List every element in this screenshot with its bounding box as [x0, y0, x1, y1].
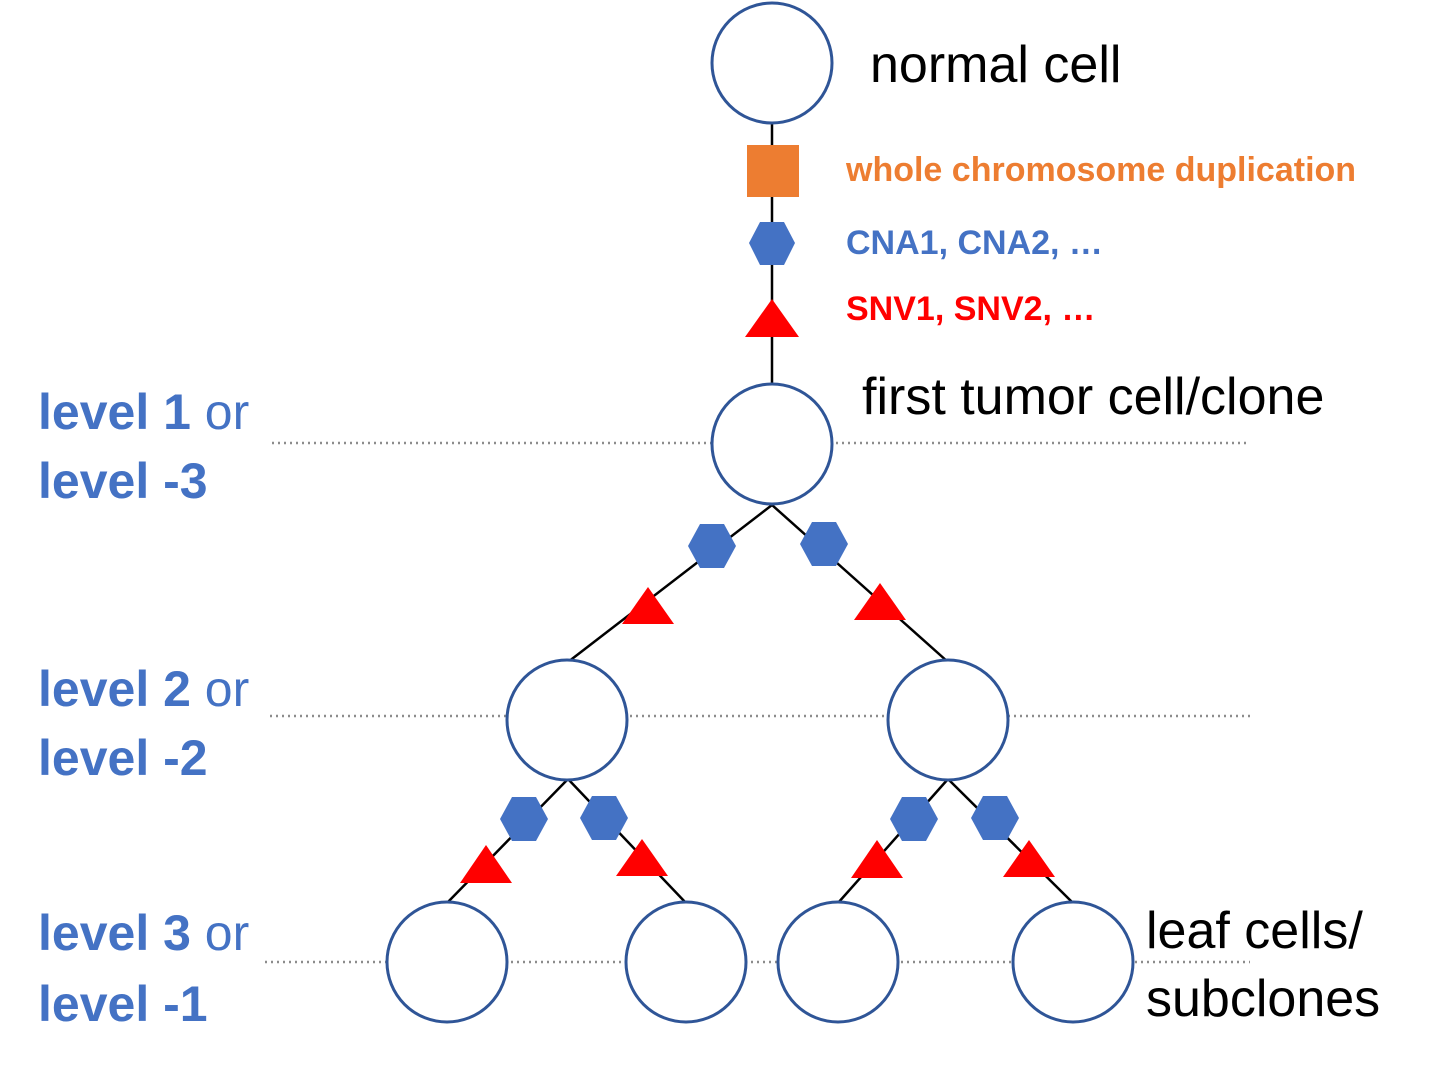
blue-hexagon-icon [580, 796, 628, 840]
red-triangle-icon [745, 299, 799, 337]
blue-hexagon-icon [688, 524, 736, 568]
level-3-label: level 3 or [38, 905, 249, 961]
red-triangle-icon [851, 840, 903, 878]
snv-legend-label: SNV1, SNV2, … [846, 290, 1095, 328]
blue-hexagon-icon [800, 522, 848, 566]
edge-left-to-leaf1 [446, 778, 569, 904]
leaf-node-3 [776, 900, 900, 1024]
level-1-alt-label: level -3 [38, 453, 208, 509]
tree-nodes [385, 1, 1135, 1024]
leaf-node-4 [1011, 900, 1135, 1024]
red-triangle-icon [622, 587, 674, 624]
level-2-label: level 2 or [38, 661, 249, 717]
edge-left-to-leaf2 [567, 778, 687, 904]
red-triangle-icon [854, 583, 906, 620]
level-2-alt-label: level -2 [38, 730, 208, 786]
mutation-markers [460, 145, 1055, 883]
first-tumor-node [710, 382, 834, 506]
level-1-label: level 1 or [38, 384, 249, 440]
level2-right-node [886, 658, 1010, 782]
leaf-cells-label-line2: subclones [1146, 970, 1380, 1028]
leaf-cells-label-line1: leaf cells/ [1146, 902, 1363, 960]
orange-square-icon [747, 145, 799, 197]
blue-hexagon-icon [971, 796, 1019, 840]
level-3-alt-label: level -1 [38, 976, 208, 1032]
edge-first-to-left [567, 504, 773, 663]
leaf-node-2 [624, 900, 748, 1024]
edge-first-to-right [771, 504, 949, 663]
leaf-node-1 [385, 900, 509, 1024]
normal-cell-label: normal cell [870, 36, 1121, 94]
first-tumor-label: first tumor cell/clone [862, 368, 1324, 426]
wcd-legend-label: whole chromosome duplication [845, 151, 1356, 189]
red-triangle-icon [616, 839, 668, 876]
edge-right-to-leaf3 [837, 778, 949, 904]
red-triangle-icon [1003, 840, 1055, 877]
edge-right-to-leaf4 [947, 778, 1074, 904]
cna-legend-label: CNA1, CNA2, … [846, 224, 1103, 262]
level2-left-node [505, 658, 629, 782]
red-triangle-icon [460, 845, 512, 883]
blue-hexagon-icon [500, 797, 548, 841]
blue-hexagon-icon [749, 222, 795, 265]
normal-cell-node [710, 1, 834, 125]
blue-hexagon-icon [890, 797, 938, 841]
